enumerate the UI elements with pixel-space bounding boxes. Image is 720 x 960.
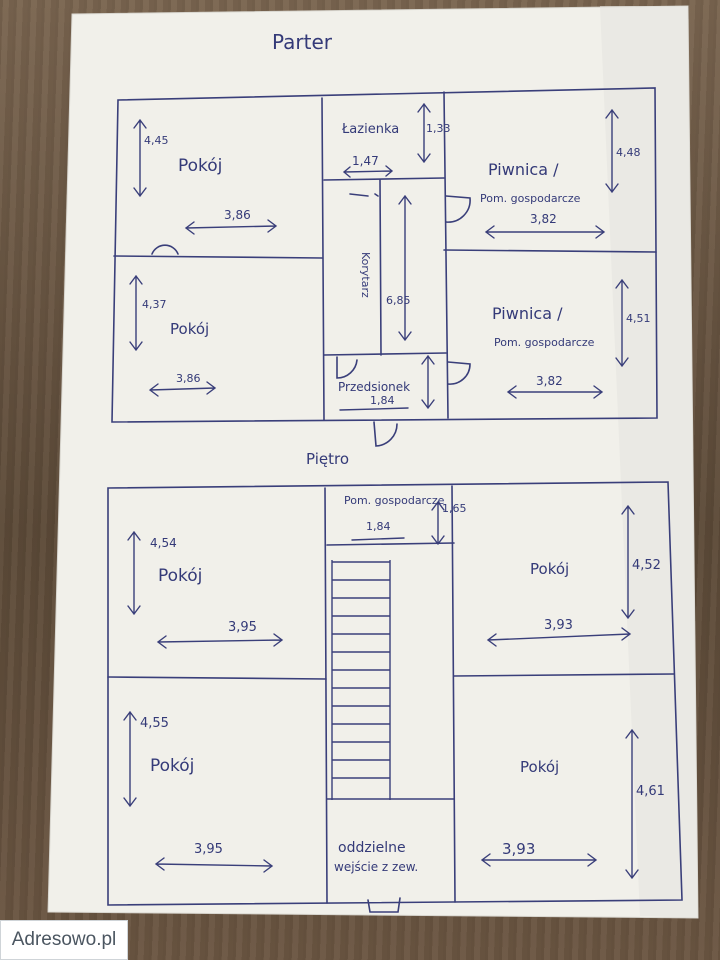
ground-piwnica-tr-height: 4,48 — [616, 146, 641, 159]
upper-pom-gosp-width: 1,84 — [366, 520, 391, 533]
ground-pokoj-bl-width: 3,86 — [176, 372, 201, 385]
ground-piwnica-br-name-2: Pom. gospodarcze — [494, 336, 595, 349]
upper-pokoj-bl-name: Pokój — [150, 756, 195, 776]
korytarz-length: 6,85 — [386, 294, 411, 307]
separate-entrance-line2: wejście z zew. — [334, 860, 419, 874]
upper-pokoj-tl-height: 4,54 — [150, 536, 177, 550]
dimension-arrows — [123, 102, 639, 880]
ground-piwnica-tr-name-1: Piwnica / — [488, 160, 559, 179]
upper-pom-gosp-name: Pom. gospodarcze — [344, 494, 445, 507]
korytarz-name: Korytarz — [359, 252, 372, 298]
ground-piwnica-br-height: 4,51 — [626, 312, 651, 325]
lazienka-name: Łazienka — [342, 122, 400, 137]
upper-pokoj-tr-name: Pokój — [530, 560, 570, 578]
upper-pokoj-tl-name: Pokój — [158, 566, 203, 586]
upper-pokoj-tr-height: 4,52 — [632, 558, 661, 573]
przedsionek-width: 1,84 — [370, 394, 395, 407]
ground-piwnica-tr-width: 3,82 — [530, 212, 557, 226]
ground-pokoj-tl-name: Pokój — [178, 156, 223, 176]
lazienka-height: 1,33 — [426, 122, 451, 135]
upper-pokoj-tl-width: 3,95 — [228, 620, 257, 635]
ground-piwnica-tr-name-2: Pom. gospodarcze — [480, 192, 581, 205]
ground-piwnica-br-name-1: Piwnica / — [492, 304, 563, 323]
ground-pokoj-bl-height: 4,37 — [142, 298, 167, 311]
paper-shadow — [600, 6, 698, 918]
ground-floor-title: Parter — [272, 30, 333, 54]
przedsionek-name: Przedsionek — [338, 380, 411, 394]
ground-pokoj-tl-width: 3,86 — [224, 208, 251, 222]
upper-pokoj-br-width: 3,93 — [502, 840, 536, 858]
upper-pokoj-br-name: Pokój — [520, 758, 560, 776]
ground-floor-walls — [111, 87, 658, 447]
adresowo-watermark: Adresowo.pl — [0, 920, 128, 960]
upper-pokoj-tr-width: 3,93 — [544, 618, 573, 633]
ground-piwnica-br-width: 3,82 — [536, 374, 563, 388]
lazienka-width: 1,47 — [352, 154, 379, 168]
upper-pokoj-br-height: 4,61 — [636, 784, 665, 799]
upper-floor-title: Piętro — [306, 450, 350, 468]
upper-floor-walls — [107, 481, 683, 913]
separate-entrance-line1: oddzielne — [338, 840, 406, 856]
upper-pokoj-bl-height: 4,55 — [140, 716, 169, 731]
ground-pokoj-bl-name: Pokój — [170, 320, 210, 338]
upper-pokoj-bl-width: 3,95 — [194, 842, 223, 857]
upper-pom-gosp-height: 1,65 — [442, 502, 467, 515]
staircase — [331, 560, 391, 800]
ground-pokoj-tl-height: 4,45 — [144, 134, 169, 147]
